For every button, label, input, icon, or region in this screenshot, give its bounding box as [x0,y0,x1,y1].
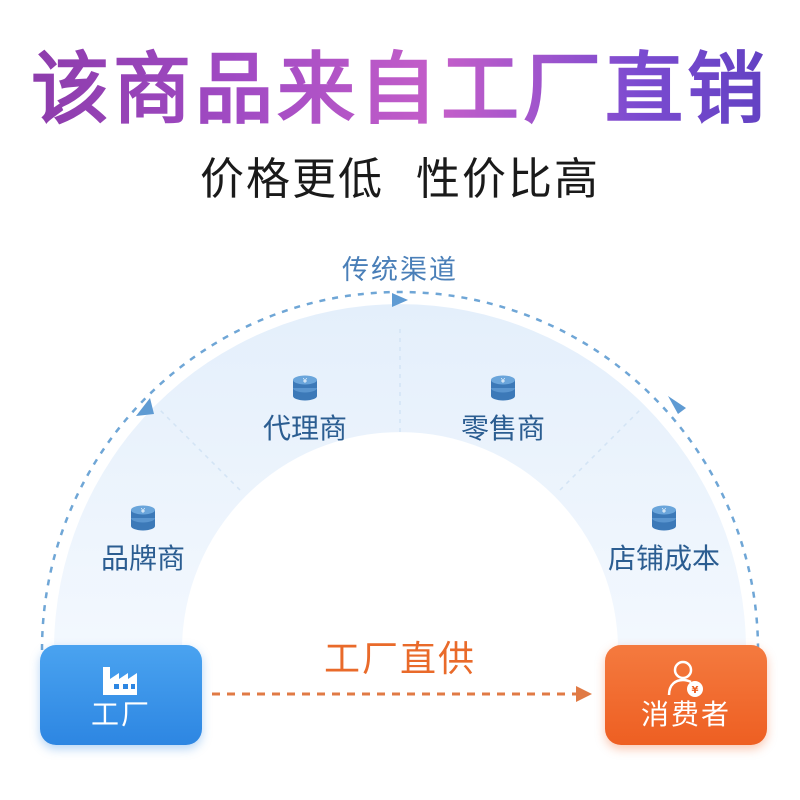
svg-text:¥: ¥ [662,507,667,515]
svg-text:¥: ¥ [141,507,146,515]
factory-box: 工厂 [40,645,202,745]
coin-stack-icon: ¥ [652,505,676,531]
consumer-label: 消费者 [640,698,731,731]
user-yuan-icon: ¥ [667,660,703,697]
arc-arrow-icon [136,398,154,416]
consumer-box: ¥ 消费者 [605,645,767,745]
arch-divider [159,409,241,491]
node-brand-label: 品牌商 [100,542,185,575]
direct-supply-label: 工厂直供 [323,639,476,680]
traditional-channel-arc [40,290,760,651]
arch-divider [559,409,641,491]
traditional-channel-label: 传统渠道 [342,255,458,286]
node-store-cost-label: 店铺成本 [607,542,720,575]
factory-icon [103,667,137,695]
node-retailer-label: 零售商 [460,412,545,445]
direct-arrow-icon [576,686,592,702]
svg-text:¥: ¥ [692,685,699,696]
coin-stack-icon: ¥ [491,375,515,401]
svg-text:¥: ¥ [303,377,308,385]
svg-text:¥: ¥ [501,377,506,385]
arch-band [54,304,746,650]
coin-stack-icon: ¥ [131,505,155,531]
subline: 价格更低 性价比高 [200,154,600,205]
arc-arrow-icon [392,293,408,307]
factory-label: 工厂 [90,698,151,731]
headline: 该商品来自工厂直销 [0,40,800,140]
arc-arrow-icon [668,396,686,414]
node-agent-label: 代理商 [262,412,347,445]
coin-stack-icon: ¥ [293,375,317,401]
